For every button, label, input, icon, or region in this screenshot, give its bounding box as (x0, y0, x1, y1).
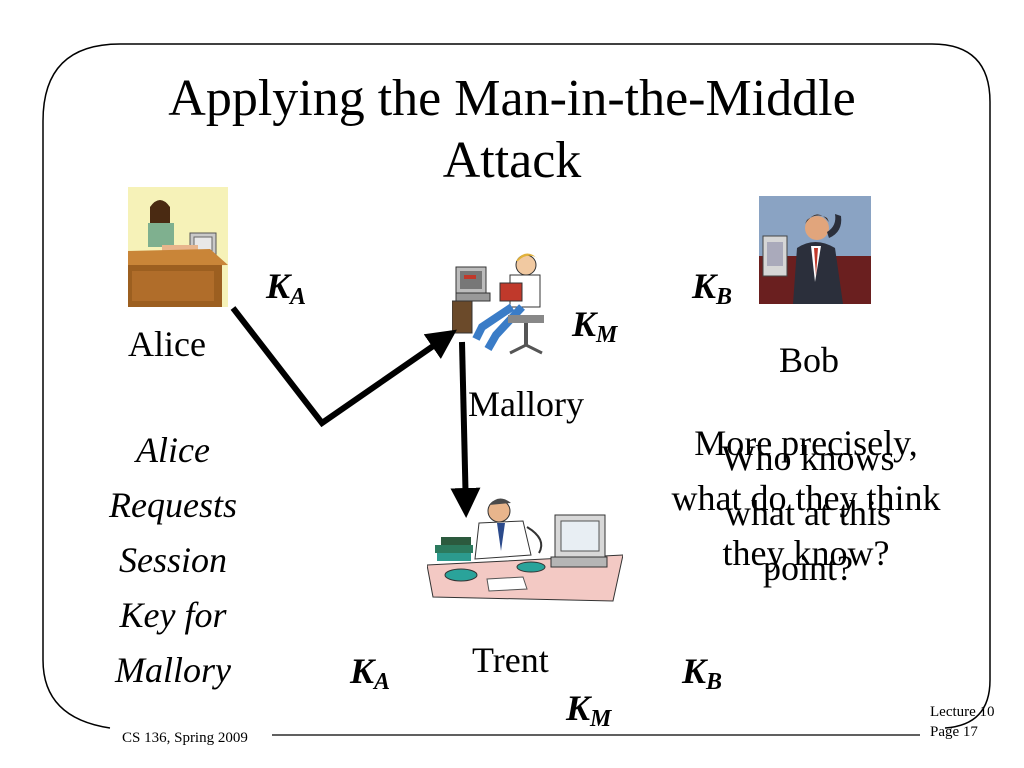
note-line: what at this (725, 493, 891, 533)
title-line-1: Applying the Man-in-the-Middle (168, 70, 856, 127)
request-line: Mallory (115, 650, 231, 690)
note-line: More precisely, (694, 423, 918, 463)
note-line: point? (763, 548, 853, 588)
footer-lecture: Lecture 10 (930, 704, 995, 720)
trent-label: Trent (472, 640, 549, 680)
alice-request-text: Alice Requests Session Key for Mallory (82, 423, 264, 698)
title-line-2: Attack (442, 132, 582, 189)
trent-icon (427, 498, 623, 602)
bob-label: Bob (779, 340, 840, 380)
key-m-bottom: KM (566, 688, 612, 732)
request-line: Session (119, 540, 227, 580)
bob-icon (759, 196, 871, 304)
alice-to-mallory-arrow (230, 306, 457, 428)
key-a-top: KA (266, 266, 307, 310)
more-precisely-note: More precisely, what do they think they … (636, 416, 976, 581)
request-line: Alice (136, 430, 210, 470)
mallory-label: Mallory (468, 384, 584, 424)
note-line: what do they think (671, 478, 941, 518)
mallory-to-trent-arrow (450, 341, 481, 518)
mallory-icon (452, 253, 544, 355)
request-line: Requests (109, 485, 237, 525)
key-m-top: KM (572, 304, 618, 348)
note-line: they know? (722, 533, 890, 573)
note-line: Who knows (721, 438, 895, 478)
slide-title: Applying the Man-in-the-Middle Attack (60, 68, 964, 192)
key-b-top: KB (692, 266, 733, 310)
footer-course: CS 136, Spring 2009 (122, 730, 248, 746)
who-knows-note: Who knows what at this point? (678, 431, 938, 596)
alice-label: Alice (128, 324, 206, 364)
alice-icon (128, 187, 228, 307)
key-a-bottom: KA (350, 651, 391, 695)
footer-page: Page 17 (930, 724, 978, 740)
request-line: Key for (119, 595, 227, 635)
key-b-bottom: KB (682, 651, 723, 695)
